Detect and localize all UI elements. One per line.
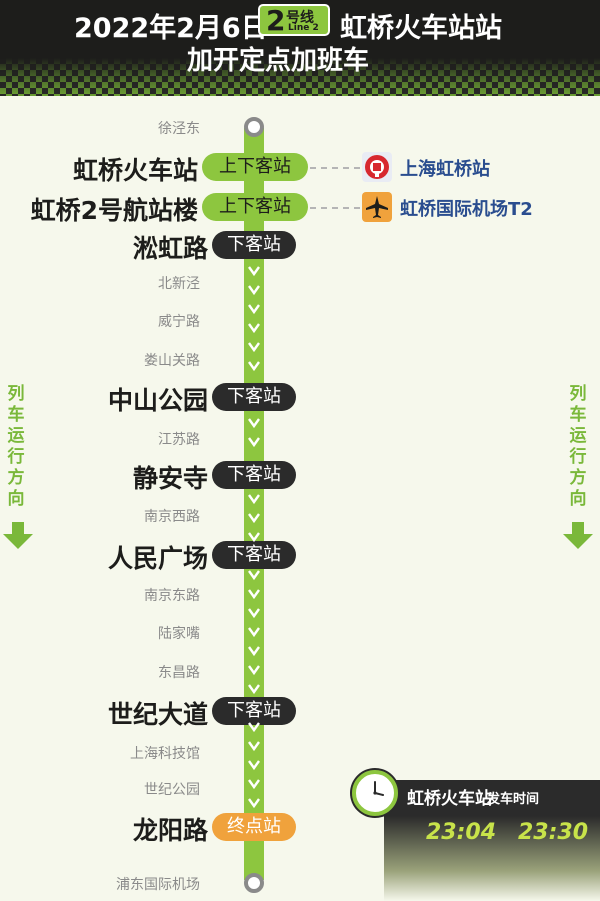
- departure-time: 23:30: [518, 820, 589, 845]
- chevron-down-icon: [248, 342, 260, 353]
- header-date: 2022年2月6日: [74, 13, 268, 44]
- station-name-major[interactable]: 虹桥火车站: [72, 156, 198, 185]
- terminus-marker: [244, 117, 264, 137]
- station-tag-dark: 下客站: [212, 697, 296, 725]
- chevron-down-icon: [248, 760, 260, 771]
- station-name-major[interactable]: 龙阳路: [132, 816, 208, 845]
- station-name-minor: 南京西路: [144, 509, 200, 525]
- station-tag-green: 上下客站: [202, 193, 308, 221]
- station-tag-green: 上下客站: [202, 153, 308, 181]
- station-tag-dark: 下客站: [212, 461, 296, 489]
- chevron-down-icon: [248, 323, 260, 334]
- departure-panel: 虹桥火车站 发车时间 23:04 23:30: [352, 770, 600, 901]
- station-tag-dark: 下客站: [212, 231, 296, 259]
- chevron-down-icon: [248, 266, 260, 277]
- chevron-down-icon: [248, 532, 260, 543]
- station-name-major[interactable]: 中山公园: [107, 386, 208, 415]
- direction-label-right: 列车运行方向: [569, 384, 587, 509]
- station-tag-dark: 下客站: [212, 383, 296, 411]
- transfer-connector: [310, 207, 360, 209]
- chevron-down-icon: [248, 722, 260, 733]
- line-cn-label: 号线: [286, 10, 314, 26]
- chevron-down-icon: [248, 437, 260, 448]
- terminus-marker: [244, 873, 264, 893]
- transfer-station-label[interactable]: 虹桥国际机场T2: [400, 199, 533, 220]
- chevron-down-icon: [248, 684, 260, 695]
- station-tag-dark: 下客站: [212, 541, 296, 569]
- direction-label-left: 列车运行方向: [7, 384, 25, 509]
- chevron-down-icon: [248, 627, 260, 638]
- railway-station-icon: [362, 152, 392, 182]
- chevron-down-icon: [248, 570, 260, 581]
- transfer-connector: [310, 167, 360, 169]
- station-name-minor: 徐泾东: [158, 121, 200, 137]
- chevron-down-icon: [248, 798, 260, 809]
- departure-time: 23:04: [426, 820, 497, 845]
- station-name-minor: 娄山关路: [144, 353, 200, 369]
- station-name-major[interactable]: 人民广场: [107, 544, 208, 573]
- airplane-icon: [362, 192, 392, 222]
- station-name-minor: 浦东国际机场: [116, 877, 200, 893]
- line-en-label: Line 2: [288, 23, 319, 33]
- station-name-minor: 威宁路: [158, 314, 200, 330]
- station-name-minor: 上海科技馆: [130, 746, 200, 762]
- transfer-station-label[interactable]: 上海虹桥站: [400, 159, 490, 180]
- header-station: 虹桥火车站站: [340, 13, 502, 44]
- chevron-down-icon: [248, 608, 260, 619]
- header-banner: 2022年2月6日 2 号线 Line 2 虹桥火车站站 加开定点加班车: [0, 0, 600, 96]
- chevron-down-icon: [248, 741, 260, 752]
- chevron-down-icon: [248, 779, 260, 790]
- chevron-down-icon: [248, 285, 260, 296]
- chevron-down-icon: [248, 418, 260, 429]
- chevron-down-icon: [248, 304, 260, 315]
- station-name-minor: 北新泾: [158, 276, 200, 292]
- departure-suffix: 发车时间: [487, 792, 540, 807]
- header-subtitle: 加开定点加班车: [187, 46, 370, 76]
- line-badge: 2 号线 Line 2: [258, 4, 330, 37]
- station-name-minor: 陆家嘴: [158, 626, 200, 642]
- station-name-major[interactable]: 静安寺: [132, 464, 208, 493]
- station-name-major[interactable]: 虹桥2号航站楼: [30, 196, 198, 225]
- station-name-minor: 江苏路: [158, 432, 200, 448]
- station-name-minor: 南京东路: [144, 588, 200, 604]
- station-tag-orange: 终点站: [212, 813, 296, 841]
- chevron-down-icon: [248, 361, 260, 372]
- station-name-minor: 世纪公园: [144, 782, 200, 798]
- chevron-down-icon: [248, 513, 260, 524]
- chevron-down-icon: [248, 494, 260, 505]
- station-name-major[interactable]: 世纪大道: [107, 700, 208, 729]
- down-arrow-icon: [563, 522, 593, 549]
- line-number: 2: [266, 4, 286, 37]
- chevron-down-icon: [248, 646, 260, 657]
- down-arrow-icon: [3, 522, 33, 549]
- clock-icon: [352, 770, 398, 816]
- departure-station: 虹桥火车站: [407, 789, 492, 809]
- station-name-major[interactable]: 淞虹路: [132, 234, 208, 263]
- chevron-down-icon: [248, 665, 260, 676]
- station-name-minor: 东昌路: [158, 665, 200, 681]
- chevron-down-icon: [248, 589, 260, 600]
